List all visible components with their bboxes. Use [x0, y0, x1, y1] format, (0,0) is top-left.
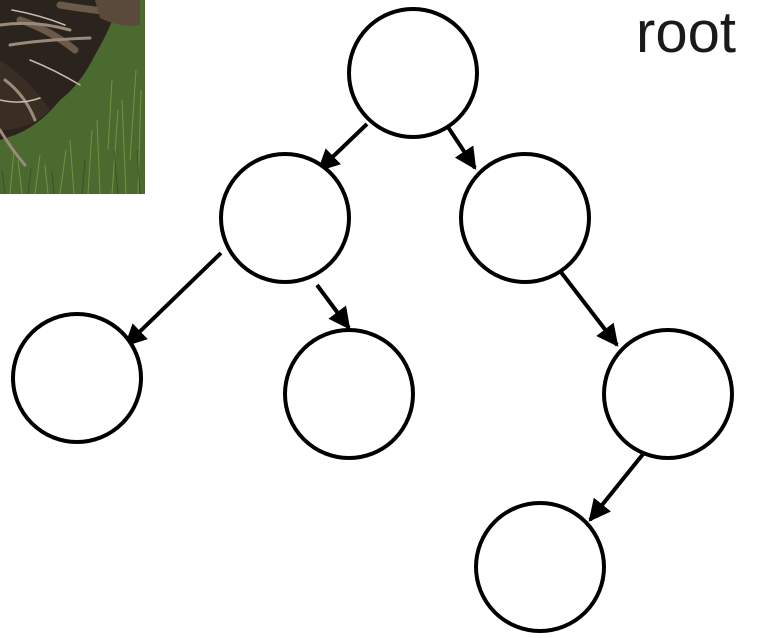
node-right-right [602, 328, 734, 460]
tree-edges [124, 122, 654, 522]
edge-right-right-to-right-right-left [588, 441, 654, 522]
tree-roots-photo [0, 0, 145, 194]
edge-left-to-left-left [124, 251, 223, 347]
edge-right-to-right-right [555, 265, 619, 347]
edge-root-to-left [317, 122, 369, 172]
node-right-right-left [474, 501, 606, 633]
node-left-right [283, 328, 415, 460]
node-left [219, 152, 351, 284]
edge-left-to-left-right [315, 283, 351, 330]
tree-nodes [11, 7, 734, 633]
node-left-left [11, 312, 143, 444]
root-label: root [636, 0, 736, 65]
node-right [459, 152, 591, 284]
edge-root-to-right [444, 122, 477, 170]
node-root [347, 7, 479, 139]
